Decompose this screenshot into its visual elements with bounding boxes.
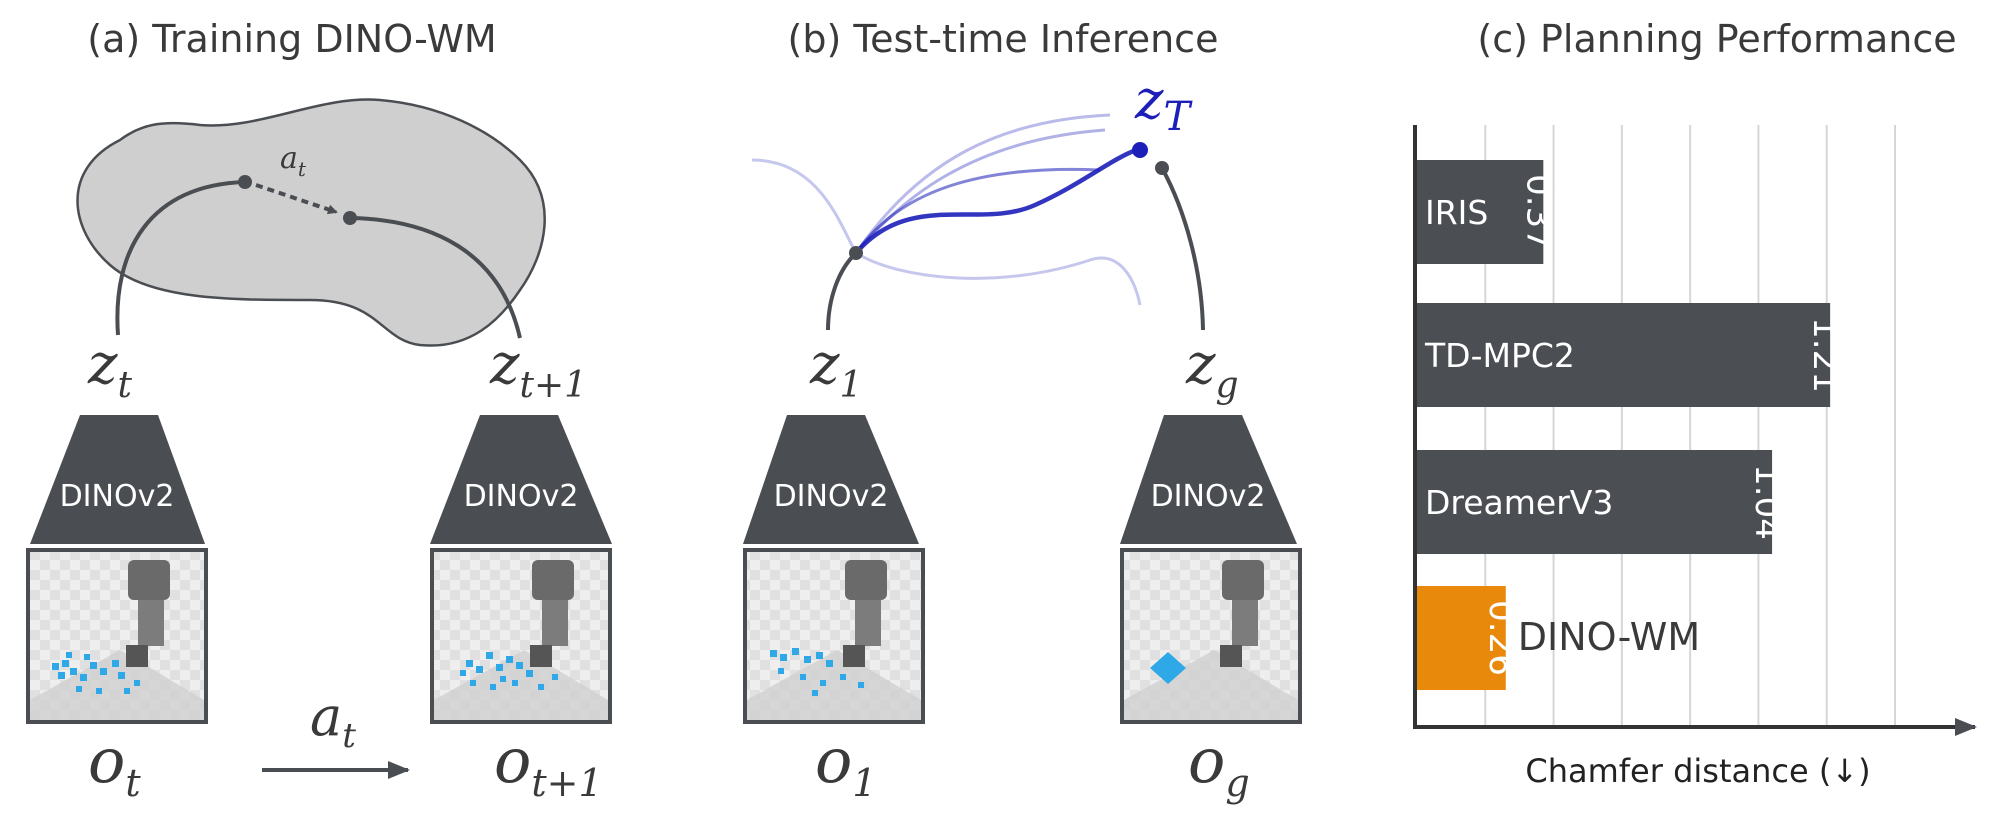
observation-image-o-g	[1120, 548, 1302, 724]
bar-value-dino-wm: 0.26	[1481, 600, 1521, 676]
observation-image-o-t1	[430, 548, 612, 724]
svg-text:DINOv2: DINOv2	[774, 479, 889, 514]
encoder-a-left: DINOv2	[30, 415, 205, 544]
panel-a-title: (a) Training DINO-WM	[87, 17, 496, 61]
bar-td-mpc2	[1417, 303, 1831, 407]
latent-manifold	[76, 98, 546, 347]
start-latent-point	[849, 246, 863, 260]
svg-text:DINOv2: DINOv2	[60, 479, 175, 514]
panel-c-title: (c) Planning Performance	[1477, 17, 1956, 61]
bar-value-dreamerv3: 1.04	[1747, 464, 1787, 540]
bar-value-td-mpc2: 1.21	[1805, 317, 1845, 393]
chart-grid	[1484, 125, 1896, 725]
observation-o-t: ot	[88, 724, 141, 805]
bar-label-iris: IRIS	[1425, 193, 1488, 232]
bar-value-iris: 0.37	[1518, 174, 1558, 250]
trajectory-left	[115, 180, 246, 336]
observation-o-1: o1	[815, 724, 877, 805]
bar-label-dreamerv3: DreamerV3	[1425, 483, 1613, 522]
observation-image-o-t	[26, 548, 208, 724]
observation-o-t1: ot+1	[494, 724, 603, 805]
predicted-final-latent-point	[1132, 142, 1148, 158]
bar-dino-wm	[1417, 586, 1506, 690]
bar-iris	[1417, 160, 1544, 264]
start-stem	[826, 251, 858, 331]
encoder-a-right: DINOv2	[430, 415, 612, 544]
candidate-trajectories	[751, 113, 1142, 306]
encoder-b-left: DINOv2	[743, 415, 919, 544]
encoder-b-right: DINOv2	[1120, 415, 1297, 544]
trajectory-right	[351, 216, 522, 339]
panel-b-title: (b) Test-time Inference	[788, 17, 1219, 61]
bar-label-dino-wm: DINO-WM	[1518, 615, 1700, 659]
action-label-observation: at	[310, 685, 356, 756]
latent-z-T: zT	[1134, 68, 1193, 140]
latent-z-g: zg	[1185, 332, 1239, 406]
latent-z-t: zt	[87, 332, 133, 406]
bar-label-td-mpc2: TD-MPC2	[1424, 336, 1575, 375]
action-transition-arrow	[255, 183, 338, 215]
svg-text:DINOv2: DINOv2	[1151, 479, 1266, 514]
svg-text:DINOv2: DINOv2	[464, 479, 579, 514]
goal-stem	[1160, 167, 1205, 331]
observation-image-o-1	[743, 548, 925, 724]
latent-point-t1	[343, 211, 357, 225]
latent-z-t1: zt+1	[489, 332, 587, 406]
latent-point-t	[238, 175, 252, 189]
action-label-latent: at	[280, 141, 307, 181]
bar-dreamerv3	[1417, 450, 1773, 554]
observation-o-g: og	[1188, 724, 1250, 805]
latent-z-1: z1	[809, 332, 862, 406]
x-axis-label: Chamfer distance (↓)	[1525, 752, 1870, 790]
